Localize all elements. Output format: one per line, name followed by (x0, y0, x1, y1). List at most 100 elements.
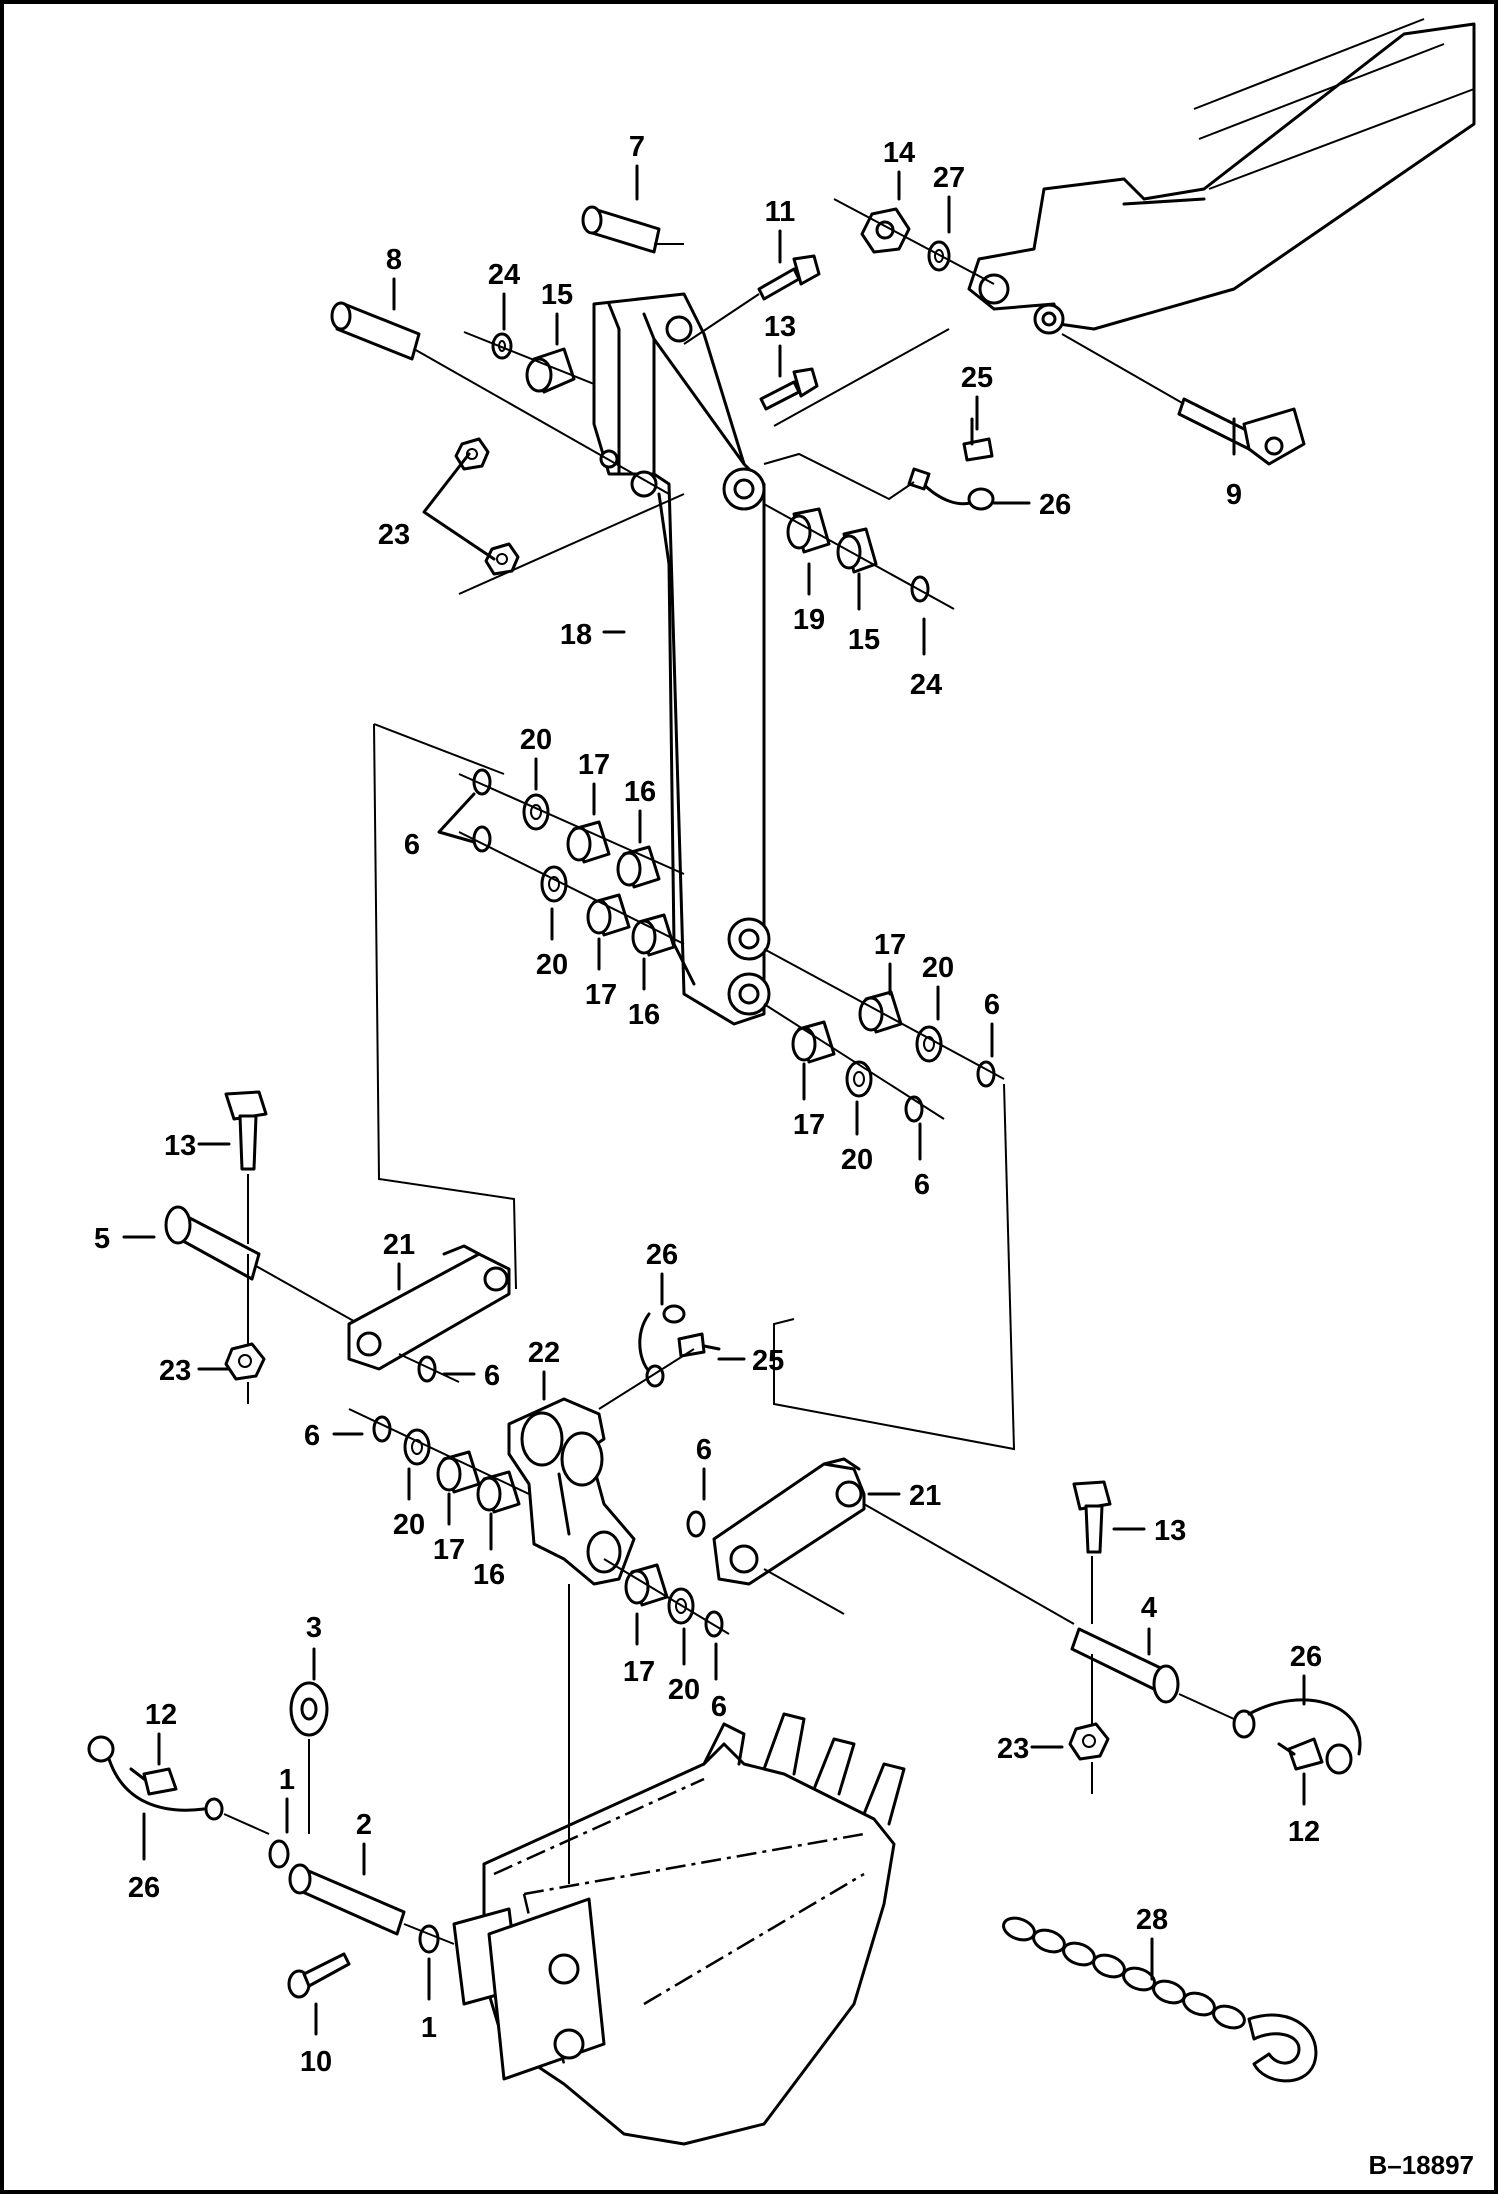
bushing-20-upper-a (522, 793, 550, 831)
callout-20-right-a: 20 (922, 952, 954, 984)
callout-16-upper-a: 16 (624, 776, 656, 808)
nut-14 (860, 207, 911, 254)
callout-19: 19 (793, 604, 825, 636)
callout-22: 22 (528, 1337, 560, 1369)
washer-6-upper-a (472, 768, 492, 796)
callout-23-right: 23 (997, 1733, 1029, 1765)
callout-9: 9 (1226, 479, 1242, 511)
pin-5 (164, 1205, 261, 1281)
callout-11: 11 (765, 196, 796, 228)
callout-20-upper-b: 20 (536, 949, 568, 981)
figure-reference-number: B–18897 (1368, 2150, 1474, 2180)
callout-12-right: 12 (1288, 1816, 1320, 1848)
callout-20-22: 20 (393, 1509, 425, 1541)
link-18 (592, 292, 771, 1026)
callout-4: 4 (1141, 1592, 1157, 1624)
nut-23-upper-b (484, 542, 520, 576)
grease-fitting-25-upper (962, 417, 994, 462)
callout-23-upper: 23 (378, 519, 410, 551)
pin-9 (1061, 333, 1306, 466)
pin-7 (581, 205, 684, 254)
assembly-leader-left (373, 723, 505, 775)
callout-25-middle: 25 (752, 1345, 784, 1377)
callout-1-upper: 1 (279, 1764, 295, 1796)
bolt-10 (287, 1952, 351, 1999)
callout-6-upper: 6 (404, 829, 420, 861)
callout-28: 28 (1136, 1904, 1168, 1936)
callout-6-link-left: 6 (484, 1360, 500, 1392)
bushing-17-upper-b (586, 893, 631, 937)
cap-26-right (1232, 1698, 1362, 1775)
callout-17-lower: 17 (623, 1656, 655, 1688)
callout-17-upper-b: 17 (585, 979, 617, 1011)
callout-26-right: 26 (1290, 1641, 1322, 1673)
callout-24-right: 24 (910, 669, 942, 701)
cap-26-middle (638, 1304, 686, 1376)
callout-6-right-a: 6 (984, 989, 1000, 1021)
pin-4 (1070, 1627, 1180, 1704)
pin-8 (330, 301, 421, 361)
callout-20-lower: 20 (668, 1674, 700, 1706)
callout-25-upper: 25 (961, 362, 993, 394)
callout-16-upper-b: 16 (628, 999, 660, 1031)
link-21-right (712, 1457, 866, 1586)
washer-6-upper-b (472, 825, 492, 853)
callout-26-upper: 26 (1039, 489, 1071, 521)
callout-14: 14 (883, 137, 915, 169)
bushing-17-22 (436, 1450, 481, 1494)
grease-fitting-12-lower-left (129, 1767, 178, 1796)
callout-20-right-b: 20 (841, 1144, 873, 1176)
callout-7: 7 (629, 131, 645, 163)
washer-27 (927, 240, 951, 272)
bolt-13-left (224, 1090, 268, 1171)
callout-1-lower: 1 (421, 2012, 437, 2044)
chain-28 (1002, 1916, 1318, 2083)
bolt-13-upper (759, 367, 819, 411)
callout-leaders (122, 164, 1306, 2036)
cap-26-upper (907, 467, 995, 511)
washer-6-link-left (417, 1355, 437, 1383)
bushing-15-right (836, 527, 878, 574)
callout-2: 2 (356, 1809, 372, 1841)
cap-26-lower-left (87, 1735, 224, 1821)
callout-26-lower-left: 26 (128, 1872, 160, 1904)
callout-15-right: 15 (848, 624, 880, 656)
callout-5: 5 (94, 1223, 110, 1255)
callout-24-upper: 24 (488, 259, 520, 291)
nut-23-left (224, 1342, 266, 1381)
keeper-3 (289, 1681, 329, 1737)
callout-17-22: 17 (433, 1534, 465, 1566)
bucket (452, 1712, 906, 2146)
washer-1-right (418, 1924, 440, 1954)
assembly-bracket-right (773, 1083, 1016, 1451)
callout-8: 8 (386, 244, 402, 276)
callout-labels: 7 14 27 11 8 24 15 13 25 9 26 23 19 15 2… (94, 131, 1322, 2078)
bushing-16-22 (476, 1470, 521, 1514)
callout-23-left: 23 (159, 1355, 191, 1387)
callout-6-22: 6 (304, 1420, 320, 1452)
grease-fitting-12-right (1277, 1737, 1324, 1771)
assembly-bracket-left (373, 723, 517, 1290)
washer-24-upper (491, 332, 513, 360)
callout-12-lower-left: 12 (145, 1699, 177, 1731)
bushing-15-upper (525, 347, 576, 394)
washer-6-link-right (686, 1510, 706, 1538)
callout-13-upper: 13 (764, 311, 796, 343)
grease-fitting-25-middle (677, 1332, 721, 1358)
bushing-16-upper-a (616, 845, 661, 889)
bushing-19 (786, 507, 831, 554)
bushing-17-upper-a (566, 820, 611, 864)
callout-10: 10 (300, 2046, 332, 2078)
bolt-11 (757, 254, 821, 301)
pin-2 (288, 1863, 406, 1936)
callout-13-left: 13 (164, 1130, 196, 1162)
bolt-13-right (1072, 1480, 1112, 1554)
callout-20-upper-a: 20 (520, 724, 552, 756)
callout-17-upper-a: 17 (578, 749, 610, 781)
callout-18: 18 (560, 619, 592, 651)
bushing-17-right-b (791, 1020, 836, 1064)
bushing-20-right-b (845, 1060, 873, 1098)
exploded-parts-diagram: 7 14 27 11 8 24 15 13 25 9 26 23 19 15 2… (87, 18, 1476, 2180)
callout-3: 3 (306, 1612, 322, 1644)
